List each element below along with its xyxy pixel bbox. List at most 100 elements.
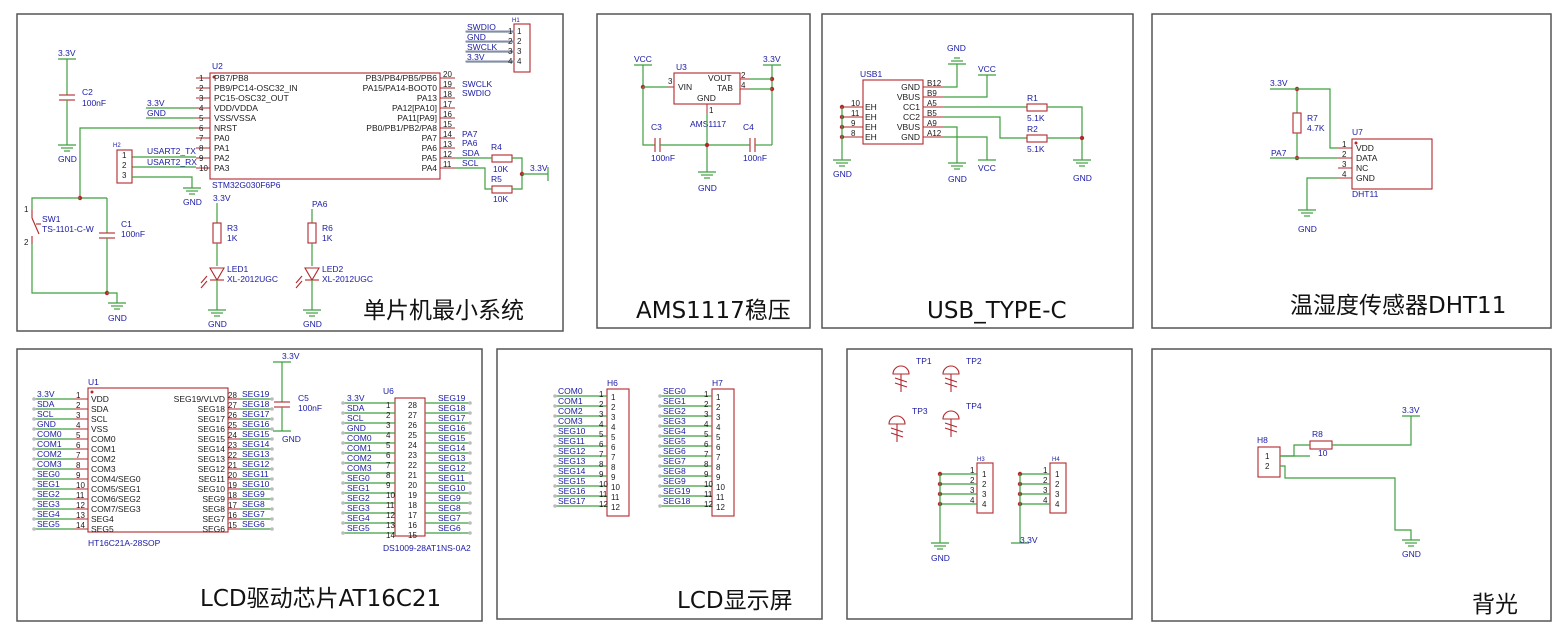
u2-pin-num: 4 xyxy=(199,104,204,113)
led1-ref: LED1 xyxy=(227,264,249,274)
usb1-pin-num: 8 xyxy=(851,129,856,138)
h2-pin1: 1 xyxy=(122,151,127,160)
tp3-ref: TP3 xyxy=(912,406,928,416)
net-port xyxy=(553,394,557,398)
u1-pin-name: COM3 xyxy=(91,464,116,474)
r7-value: 4.7K xyxy=(1307,123,1325,133)
h7-pin-num-inner: 6 xyxy=(716,443,721,452)
net-port xyxy=(32,487,36,491)
h4-pin-num-inner: 4 xyxy=(1055,500,1060,509)
r1-value: 5.1K xyxy=(1027,113,1045,123)
led1-ray xyxy=(200,275,208,284)
u1-net-label: SCL xyxy=(37,409,54,419)
wire xyxy=(1280,444,1310,457)
net-port xyxy=(553,444,557,448)
h6-net-label: COM1 xyxy=(558,396,583,406)
net-underline xyxy=(465,30,515,33)
h6-net-label: COM0 xyxy=(558,386,583,396)
h1-pin-num: 4 xyxy=(508,57,513,66)
h6-pin-num-inner: 6 xyxy=(611,443,616,452)
usb1-pin-num: A5 xyxy=(927,99,937,108)
u6-pin-num: 18 xyxy=(408,501,417,510)
net-label-gnd-usb-top: GND xyxy=(947,43,966,53)
net-port xyxy=(553,484,557,488)
net-port xyxy=(468,461,472,465)
u6-net-label: SEG2 xyxy=(347,493,370,503)
tp3-symbol[interactable]: TP3 xyxy=(888,406,928,442)
u1-value: HT16C21A-28SOP xyxy=(88,538,161,548)
u6-pin-num: 2 xyxy=(386,411,391,420)
led2-ref: LED2 xyxy=(322,264,344,274)
gnd-symbol xyxy=(303,309,321,317)
h6-pin-num-inner: 3 xyxy=(611,413,616,422)
u1-pin-num: 11 xyxy=(76,491,85,500)
led1-value: XL-2012UGC xyxy=(227,274,278,284)
h3-body[interactable] xyxy=(976,462,994,514)
tp4-symbol[interactable]: TP4 xyxy=(942,401,982,437)
u1-pin-name: SEG5 xyxy=(91,524,114,534)
usb1-body[interactable] xyxy=(862,79,924,145)
net-label-3v3-c5: 3.3V xyxy=(282,351,300,361)
tp1-ref: TP1 xyxy=(916,356,932,366)
h8-body[interactable] xyxy=(1257,446,1281,478)
tp1-symbol[interactable]: TP1 xyxy=(892,356,932,392)
u6-net-label: SEG11 xyxy=(438,473,465,483)
u7-body[interactable] xyxy=(1351,138,1433,190)
h7-ref: H7 xyxy=(712,378,723,388)
h6-body[interactable] xyxy=(606,388,630,517)
net-label-gnd: GND xyxy=(108,313,127,323)
net-port xyxy=(270,417,274,421)
gnd-symbol xyxy=(931,542,949,550)
h7-body[interactable] xyxy=(711,388,735,517)
u6-body[interactable] xyxy=(394,397,426,537)
h4-pin-num: 4 xyxy=(1043,496,1048,505)
u1-pin-name: SEG14 xyxy=(198,444,226,454)
u6-net-label: SEG6 xyxy=(438,523,461,533)
u7-pin-name: NC xyxy=(1356,163,1368,173)
u1-pin-num: 1 xyxy=(76,391,81,400)
u3-pin-tab: 4 xyxy=(741,81,746,90)
net-port xyxy=(658,504,662,508)
u1-net-label: SEG19 xyxy=(242,389,270,399)
net-port xyxy=(270,437,274,441)
h6-pin-num-inner: 4 xyxy=(611,423,616,432)
net-port xyxy=(32,517,36,521)
sw1-contact[interactable] xyxy=(31,217,40,235)
u1-body[interactable] xyxy=(87,387,229,533)
h2-body[interactable] xyxy=(116,149,133,184)
net-port xyxy=(468,401,472,405)
u6-pin-num: 3 xyxy=(386,421,391,430)
wire xyxy=(642,87,655,146)
u6-net-label: SEG16 xyxy=(438,423,466,433)
u7-pin-name: GND xyxy=(1356,173,1375,183)
u1-pin-num: 19 xyxy=(228,481,237,490)
h6-net-label: SEG10 xyxy=(558,426,586,436)
u6-net-label: SEG9 xyxy=(438,493,461,503)
gnd-symbol xyxy=(58,144,76,152)
net-port xyxy=(341,411,345,415)
usb1-pin-name: CC1 xyxy=(903,102,920,112)
u2-body[interactable] xyxy=(209,72,441,180)
h4-body[interactable] xyxy=(1049,462,1067,514)
net-label-rx: USART2_RX xyxy=(147,157,197,167)
u1-net-label: COM2 xyxy=(37,449,62,459)
led1-symbol[interactable] xyxy=(209,267,225,282)
u6-net-label: SEG4 xyxy=(347,513,370,523)
h1-body[interactable] xyxy=(513,23,531,73)
h7-net-label: SEG4 xyxy=(663,426,686,436)
h8-pin1: 1 xyxy=(1265,452,1270,461)
net-port xyxy=(270,457,274,461)
led2-symbol[interactable] xyxy=(304,267,320,282)
u1-pin-name: SEG11 xyxy=(198,474,225,484)
usb1-pin-num: A9 xyxy=(927,119,937,128)
u1-pin-num: 27 xyxy=(228,401,237,410)
u1-pin-name: COM2 xyxy=(91,454,116,464)
u2-pin-num: 13 xyxy=(443,140,452,149)
usb1-pin-name: EH xyxy=(865,122,877,132)
u6-pin-num: 13 xyxy=(386,521,395,530)
tp2-symbol[interactable]: TP2 xyxy=(942,356,982,392)
gnd-symbol xyxy=(1073,159,1091,167)
